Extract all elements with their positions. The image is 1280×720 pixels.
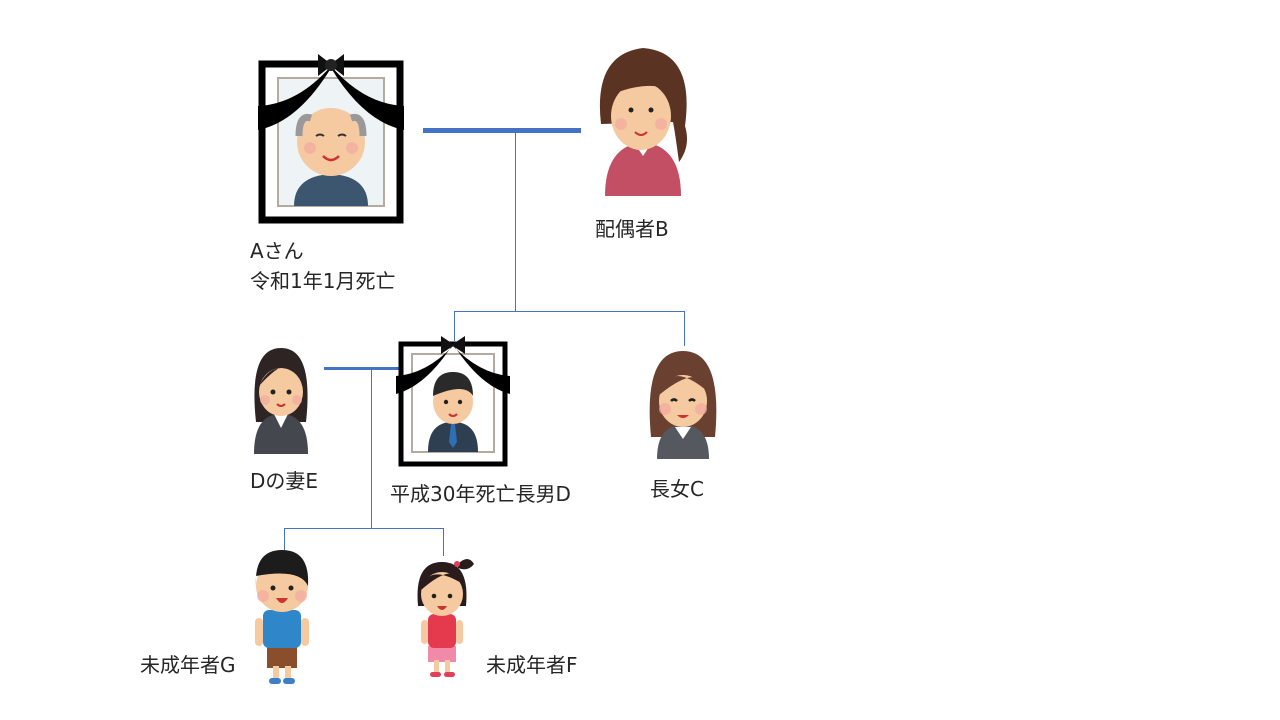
person-b-illustration xyxy=(599,48,687,196)
person-e-illustration xyxy=(254,348,308,454)
branch-line-c xyxy=(684,311,685,346)
marriage-line-d-e xyxy=(324,367,400,370)
person-a-name: Aさん xyxy=(250,239,304,263)
person-c-name: 長女C xyxy=(650,477,704,501)
memorial-portrait-d xyxy=(396,336,510,467)
person-c-illustration xyxy=(649,351,717,459)
descent-line-a-b xyxy=(515,133,516,311)
person-e-name: Dの妻E xyxy=(250,469,319,493)
memorial-portrait-a xyxy=(258,54,404,224)
descent-line-d-e xyxy=(371,368,372,529)
person-d-name: 平成30年死亡長男D xyxy=(390,482,571,506)
branch-line-g xyxy=(284,528,285,550)
person-f-name: 未成年者F xyxy=(486,653,578,677)
branch-line-d xyxy=(454,311,455,341)
children-bar-a-b xyxy=(454,311,685,312)
person-b-name: 配偶者B xyxy=(595,217,669,241)
children-bar-d-e xyxy=(284,528,444,529)
person-g-name: 未成年者G xyxy=(140,653,236,677)
person-g-illustration xyxy=(255,550,309,684)
person-f-illustration xyxy=(417,559,474,677)
person-a-note: 令和1年1月死亡 xyxy=(250,269,396,293)
branch-line-f xyxy=(443,528,444,556)
marriage-line-a-b xyxy=(423,128,581,133)
